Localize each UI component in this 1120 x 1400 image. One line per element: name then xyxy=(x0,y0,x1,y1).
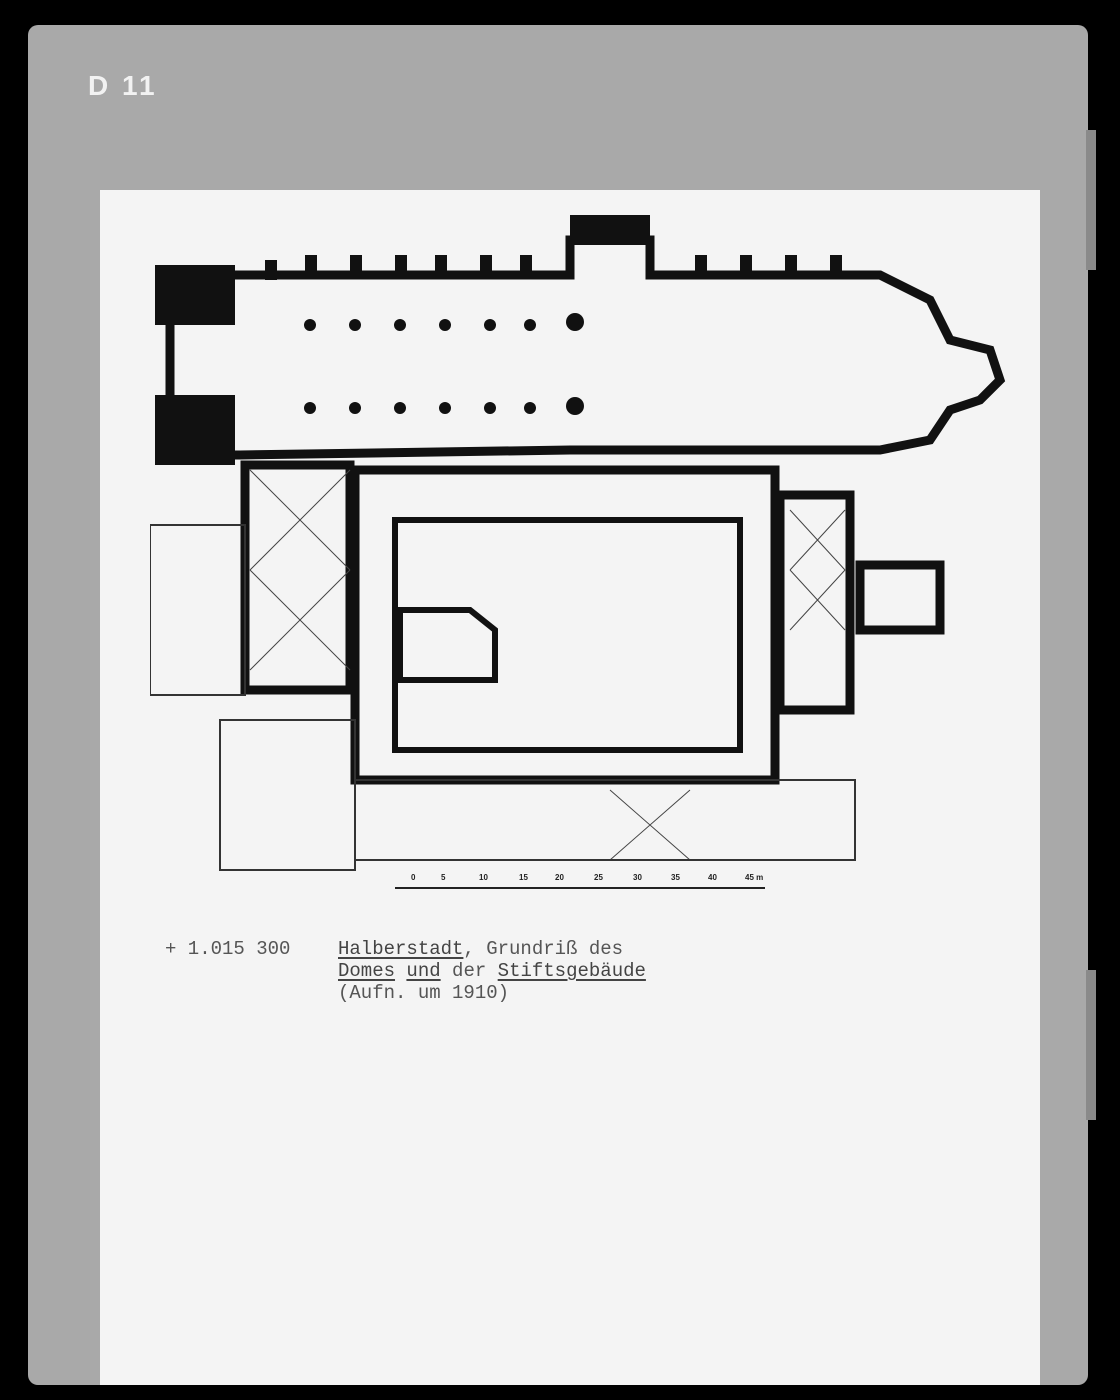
mounted-sheet xyxy=(100,190,1040,1385)
inventory-number: + 1.015 300 xyxy=(165,938,291,960)
caption-date: (Aufn. um 1910) xyxy=(338,982,510,1004)
scale-label: 15 xyxy=(519,873,528,882)
caption-place: Halberstadt xyxy=(338,938,464,960)
card-tab xyxy=(1086,130,1096,270)
scale-label: 10 xyxy=(479,873,488,882)
scale-label: 35 xyxy=(671,873,680,882)
caption-fragment: Domes xyxy=(338,960,396,982)
card-tab xyxy=(1086,970,1096,1120)
scale-bar-labels: 0 5 10 15 20 25 30 35 40 45 m xyxy=(411,873,763,882)
scale-label: 40 xyxy=(708,873,717,882)
caption-fragment: , Grundriß des xyxy=(463,938,624,960)
scale-label: 0 xyxy=(411,873,416,882)
scale-label: 20 xyxy=(555,873,564,882)
caption-text: Halberstadt, Grundriß des Domes und der … xyxy=(338,938,646,1004)
caption-fragment: und xyxy=(406,960,441,982)
scale-label: 45 m xyxy=(745,873,763,882)
scale-label: 25 xyxy=(594,873,603,882)
caption-fragment: Stiftsgebäude xyxy=(497,960,646,982)
scale-label: 30 xyxy=(633,873,642,882)
scale-label: 5 xyxy=(441,873,446,882)
floor-plan-drawing xyxy=(150,215,1006,889)
card-label: D 11 xyxy=(88,70,158,101)
caption-fragment: der xyxy=(452,960,487,982)
